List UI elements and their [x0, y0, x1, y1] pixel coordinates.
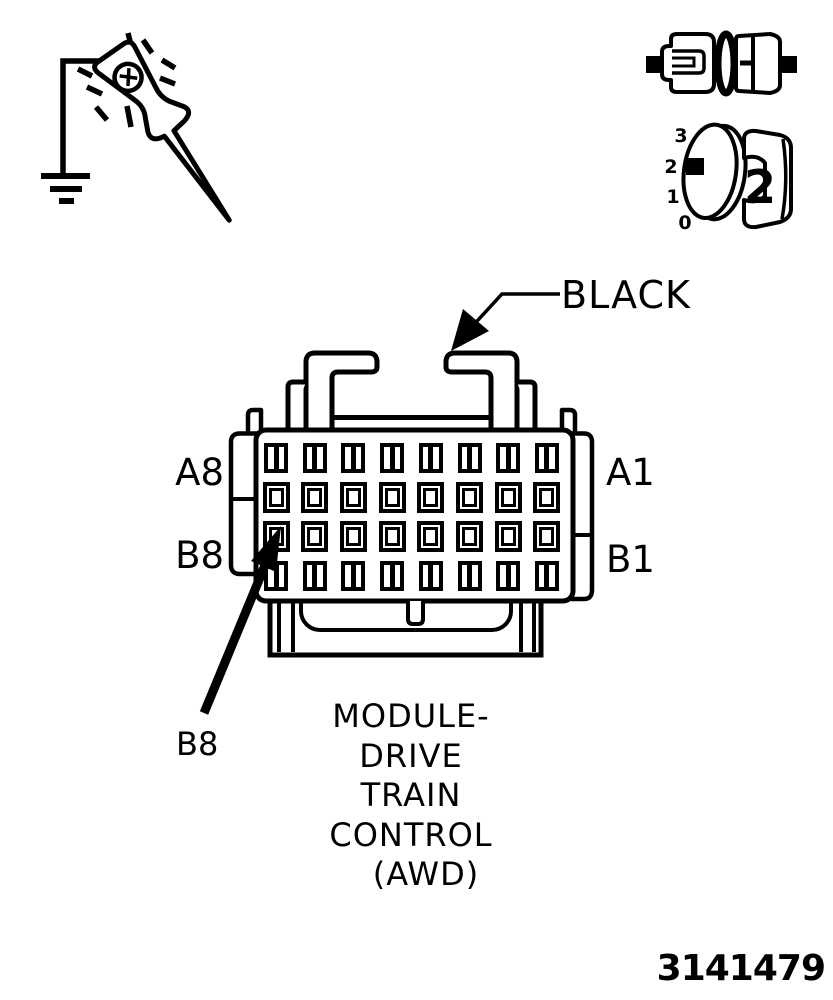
dial-scale-2: 2	[664, 156, 677, 178]
side-ear-right	[571, 431, 595, 602]
pin-label-b8: B8	[175, 534, 224, 577]
pin-cavity	[418, 443, 443, 473]
pin-cavity	[456, 482, 483, 513]
black-callout-leader	[451, 292, 560, 351]
pin-cavity	[417, 482, 445, 513]
skirt-center-notch	[406, 601, 425, 626]
latch-tower-left	[245, 350, 380, 432]
pin-cavity	[380, 561, 405, 591]
pin-cavity	[378, 482, 406, 513]
test-light-icon	[41, 32, 232, 223]
pin-cavity	[302, 561, 327, 591]
pin-cavity	[339, 521, 367, 552]
pin-cavity	[341, 443, 366, 473]
pin-cavity	[380, 443, 405, 473]
pin-cavity	[341, 561, 366, 591]
b8-callout-label: B8	[176, 725, 219, 763]
pin-cavity	[457, 443, 482, 473]
figure-number: 3141479	[656, 948, 826, 989]
pin-cavity	[494, 482, 522, 513]
dial-selected-value: 2	[744, 160, 776, 214]
caption-line: DRIVE	[359, 736, 463, 775]
caption-line: MODULE-	[332, 697, 490, 735]
component-caption: MODULE- DRIVE TRAIN CONTROL (AWD)	[256, 697, 566, 895]
ground-wire	[60, 58, 110, 176]
dial-scale-1: 1	[666, 186, 679, 208]
pin-cavity	[456, 521, 483, 552]
pin-cavity	[301, 482, 329, 513]
pin-cavity	[417, 521, 445, 552]
rotary-dial-icon: 3 2 1 0 2	[664, 122, 793, 234]
pin-cavity	[378, 521, 406, 552]
pin-cavity	[264, 443, 288, 473]
dial-position-marker	[686, 158, 704, 175]
pin-label-b1: B1	[606, 538, 655, 581]
pin-cavity	[494, 521, 522, 552]
pin-cavity	[534, 561, 559, 591]
pin-cavity	[496, 443, 521, 473]
ground-symbol-icon	[41, 173, 90, 204]
caption-line: CONTROL	[329, 815, 493, 854]
inline-connector-icon	[646, 30, 797, 97]
dial-knob	[742, 128, 793, 230]
arrowhead-icon	[451, 309, 489, 351]
dial-scale-0: 0	[678, 212, 691, 234]
connector-drawing	[228, 350, 595, 658]
pin-cavity	[533, 482, 561, 513]
pin-cavity	[533, 521, 561, 552]
pin-cavity	[496, 561, 521, 591]
wire-color-label: BLACK	[561, 273, 691, 317]
pin-cavity	[339, 482, 367, 513]
pin-cavity	[418, 561, 443, 591]
connector-half-male	[660, 32, 716, 94]
dial-scale-3: 3	[674, 125, 687, 147]
pin-cavity	[262, 482, 290, 513]
caption-line: TRAIN	[360, 776, 462, 814]
wire-stub-right	[780, 56, 797, 73]
probe-body	[92, 39, 232, 223]
pin-cavity	[457, 561, 482, 591]
side-ear-left	[228, 431, 258, 577]
pin-label-a8: A8	[175, 451, 224, 494]
pin-cavity	[302, 443, 327, 473]
pin-cavity	[301, 521, 329, 552]
connector-half-female	[734, 32, 782, 95]
pin-cavity	[534, 443, 559, 473]
pin-label-a1: A1	[606, 451, 655, 494]
arrowhead-icon	[251, 526, 281, 572]
caption-line: (AWD)	[372, 855, 480, 893]
